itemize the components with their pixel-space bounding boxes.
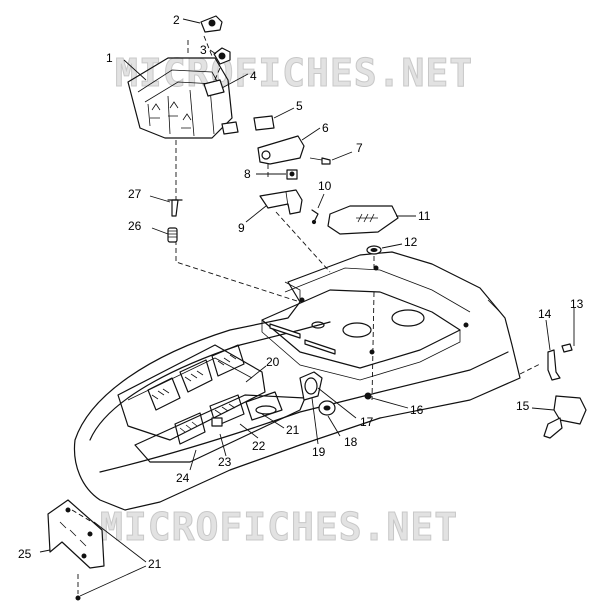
callout-15: 15 — [516, 399, 530, 413]
callout-4: 4 — [250, 69, 257, 83]
callout-13: 13 — [570, 297, 584, 311]
rear-bracket — [39, 499, 147, 601]
support-bracket — [245, 189, 331, 273]
callout-8: 8 — [244, 167, 251, 181]
gauge-parts — [299, 371, 357, 445]
callout-10: 10 — [318, 179, 332, 193]
callout-14: 14 — [538, 307, 552, 321]
callout-2: 2 — [173, 13, 180, 27]
callout-19: 19 — [312, 445, 326, 459]
callout-6: 6 — [322, 121, 329, 135]
watermark-bottom: MICROFICHES.NET — [100, 505, 458, 549]
bulb — [209, 47, 231, 65]
callout-27: 27 — [128, 187, 142, 201]
screw — [309, 151, 353, 165]
decal-panels — [147, 344, 283, 445]
mount-bracket — [257, 127, 321, 178]
deck-fastener — [364, 392, 409, 409]
wire-clip — [311, 193, 325, 225]
access-cover — [327, 205, 416, 235]
callout-1: 1 — [106, 51, 113, 65]
callout-7: 7 — [356, 141, 363, 155]
callout-25: 25 — [18, 547, 32, 561]
callout-16: 16 — [410, 403, 424, 417]
callout-17: 17 — [360, 415, 374, 429]
callout-26: 26 — [128, 219, 142, 233]
bulb-socket — [182, 15, 223, 33]
callout-9: 9 — [238, 221, 245, 235]
callout-21-hood: 21 — [286, 423, 300, 437]
callout-11: 11 — [418, 209, 431, 223]
callout-23: 23 — [218, 455, 232, 469]
mirror-assembly — [519, 308, 587, 439]
hood-body — [73, 251, 521, 511]
callout-21-bracket: 21 — [148, 557, 162, 571]
nut — [256, 169, 298, 180]
reflector-plate — [253, 107, 295, 131]
callout-labels: 1 2 3 4 5 6 7 8 9 10 11 12 13 14 15 16 1… — [18, 13, 584, 571]
callout-18: 18 — [344, 435, 358, 449]
callout-12: 12 — [404, 235, 418, 249]
callout-24: 24 — [176, 471, 190, 485]
callout-22: 22 — [252, 439, 266, 453]
pin — [149, 195, 183, 217]
lamp-bracket — [203, 73, 249, 97]
spring — [151, 227, 178, 243]
grommet — [366, 243, 403, 401]
callout-5: 5 — [296, 99, 303, 113]
callout-20: 20 — [266, 355, 280, 369]
headlight-assembly — [127, 57, 239, 139]
callout-3: 3 — [200, 43, 207, 57]
